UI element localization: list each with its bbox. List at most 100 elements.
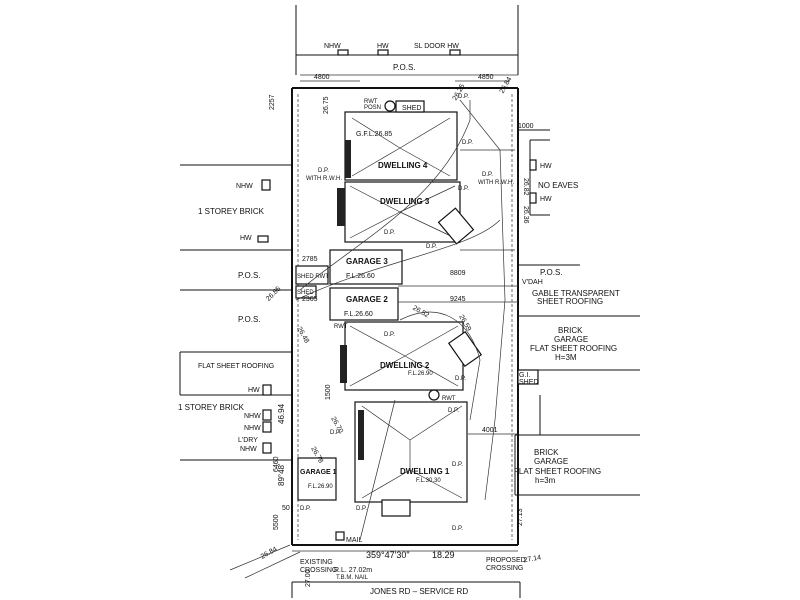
dwelling-4-shed: SHED [402,105,421,112]
garage-1-fl: F.L.26.90 [308,484,333,490]
right-level-2713: 27.13 [517,508,524,526]
level-2684: 26.84 [499,76,514,95]
dwelling-2: DWELLING 2 F.L.26.90 RWT [334,321,483,391]
level-2675: 26.75 [323,96,330,114]
level-2700: 27.00 [305,569,312,587]
dp-tag: D.P. [384,230,395,236]
right-dim-1000: 1000 [518,123,534,130]
garage-2-label: GARAGE 2 [346,295,388,304]
existing-label: EXISTING [300,559,333,566]
right-brick-2: BRICK [534,448,559,457]
dp-tag: D.P. [452,526,463,532]
dwelling-1-label: DWELLING 1 [400,467,450,476]
dim-4694: 46.94 [277,403,286,424]
dp-tag: D.P. [452,462,463,468]
proposed-label: PROPOSED [486,557,526,564]
proposed-crossing-label: CROSSING [486,565,523,572]
left-flat-roof: FLAT SHEET ROOFING [198,363,274,370]
level-2682: 26.82 [522,178,529,196]
dim-4001: 4001 [482,427,498,434]
dwelling-2-fl: F.L.26.90 [408,371,433,377]
dim-9245: 9245 [450,296,466,303]
bearing-side: 89°48' [277,463,286,486]
top-sl-door-label: SL DOOR HW [414,43,459,50]
level-2648: 26.48 [295,326,310,345]
left-pos-1: P.O.S. [238,271,261,280]
dwelling-3-label: DWELLING 3 [380,197,430,206]
dim-5500: 5500 [273,514,280,530]
dim-4800: 4800 [314,74,330,81]
left-storey-1: 1 STOREY BRICK [198,207,265,216]
dwelling-4-rwt: RWT [364,99,378,105]
garage-3-fl: F.L.26.60 [346,273,375,280]
right-h3m-2: h=3m [535,476,556,485]
dwelling-1-fl: F.L.30.30 [416,478,441,484]
dim-1500: 1500 [325,384,332,400]
dwelling-1-rwt: RWT [442,396,456,402]
top-neighbour: NHW HW SL DOOR HW P.O.S. 4800 4850 [295,5,519,82]
dim-4850: 4850 [478,74,494,81]
right-no-eaves: NO EAVES [538,181,578,190]
left-hw-2: HW [248,387,260,394]
dwelling-1: RWT DWELLING 1 F.L.30.30 [354,389,468,517]
garage-3-label: GARAGE 3 [346,257,388,266]
door-sl-top [449,49,461,56]
dwelling-4-label: DWELLING 4 [378,161,428,170]
garage-1: GARAGE 1 F.L.26.90 [297,457,337,501]
existing-crossing-label: CROSSING [300,567,337,574]
right-hw-1: HW [540,163,552,170]
right-neighbour: 1000 HW NO EAVES HW P.O.S. V'DAH GABLE T… [514,123,640,526]
dp-tag: D.P. [356,506,367,512]
right-vdah: V'DAH [522,279,543,286]
dp-tag: D.P. [458,186,469,192]
garage-3: GARAGE 3 F.L.26.60 SHED RWT [295,249,403,285]
top-hw-label: HW [377,43,389,50]
garage-2: GARAGE 2 F.L.26.60 SHED [295,285,399,321]
frontage-length: 18.29 [432,550,455,560]
dp-tag: D.P. [384,332,395,338]
garage-2-fl: F.L.26.60 [344,311,373,318]
level-2714: 27.14 [523,554,542,564]
left-hw-1: HW [240,235,252,242]
dp-tag: D.P. [300,506,311,512]
dp-tag: D.P. [426,244,437,250]
dwelling-2-label: DWELLING 2 [380,361,430,370]
dp-tag: D.P. [458,94,469,100]
right-sheet-roofing: SHEET ROOFING [537,297,603,306]
left-storey-2: 1 STOREY BRICK [178,403,245,412]
right-gable: GABLE TRANSPARENT [532,289,620,298]
top-nhw-label: NHW [324,43,341,50]
right-h3m: H=3M [555,353,577,362]
right-flat-roof: FLAT SHEET ROOFING [530,344,617,353]
rl-label: R.L. 27.02m [334,567,372,574]
dwelling-4-gfl: G.F.L.26.85 [356,131,392,138]
shed-rwt-label: SHED RWT [297,274,329,280]
right-pos: P.O.S. [540,268,563,277]
left-neighbour: NHW 1 STOREY BRICK HW P.O.S. P.O.S. FLAT… [178,164,292,461]
dim-2257: 2257 [269,94,276,110]
right-hw-2: HW [540,196,552,203]
road-label: JONES RD – SERVICE RD [370,587,468,596]
level-2685: 26.85 [265,285,282,302]
dp-tag: D.P. [330,430,341,436]
dp-tag: D.P. [448,408,459,414]
dp-tag: D.P. [318,168,329,174]
window-hw-top [377,49,389,56]
garage-1-label: GARAGE 1 [300,469,337,476]
dwelling-3: DWELLING 3 [337,181,475,245]
dp-tag: D.P. [462,140,473,146]
level-2652: 26.52 [411,305,430,320]
left-ldry: L'DRY [238,437,258,444]
dim-6460: 6460 [273,456,280,472]
with-rwh-tag: WITH R.W.H. [306,176,342,182]
shed-2-label: SHED [297,290,314,296]
right-shed: SHED [519,379,538,386]
dim-50: 50 [282,505,290,512]
left-nhw-3: NHW [244,425,261,432]
dwelling-4: SHED RWT POSN DWELLING 4 G.F.L.26.85 [344,99,458,181]
with-rwh-tag: WITH R.W.H. [478,180,514,186]
left-nhw-2: NHW [244,413,261,420]
frontage-bearing: 359°47'30" [366,550,410,560]
dwelling-2-rwt: RWT [334,324,348,330]
